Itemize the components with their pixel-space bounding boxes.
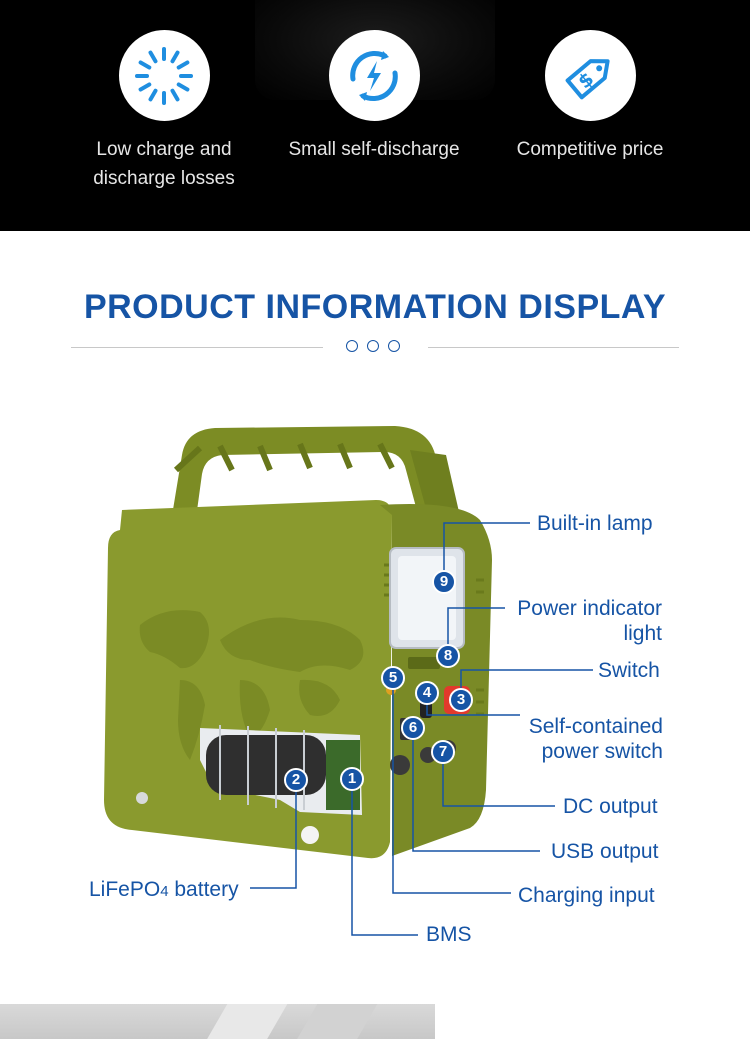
callout-label-line1: Power indicator: [517, 597, 662, 620]
divider-dots: [346, 340, 400, 352]
callout-label-line1: Self-contained: [528, 715, 663, 738]
callout-battery: LiFePO4 battery: [89, 877, 239, 904]
feature-label: Small self-discharge: [288, 139, 460, 160]
callout-badge-8: 8: [436, 644, 460, 668]
callout-power-indicator: Power indicator light: [495, 596, 662, 646]
feature-label-line2: discharge losses: [93, 168, 235, 189]
features-banner: Low charge and discharge losses Small se…: [0, 0, 750, 231]
feature-low-losses: Low charge and discharge losses: [64, 30, 264, 193]
callout-charging-input: Charging input: [518, 884, 655, 907]
callout-badge-4: 4: [415, 681, 439, 705]
callout-label-main: LiFePO: [89, 878, 161, 901]
section-title: PRODUCT INFORMATION DISPLAY: [83, 288, 667, 326]
next-section-image: [0, 1004, 435, 1039]
callout-badge-5: 5: [381, 666, 405, 690]
callout-dc-output: DC output: [563, 795, 658, 818]
callout-label-line2: power switch: [541, 740, 663, 763]
callout-label-tail: battery: [168, 878, 239, 901]
feature-competitive-price: $ Competitive price: [490, 30, 690, 164]
callout-self-contained-switch: Self-contained power switch: [505, 714, 663, 764]
callout-bms: BMS: [426, 923, 472, 946]
feature-label: Competitive price: [516, 139, 664, 160]
callout-badge-9: 9: [432, 570, 456, 594]
callout-label-line2: light: [623, 622, 662, 645]
callout-badge-7: 7: [431, 740, 455, 764]
callout-badge-1: 1: [340, 767, 364, 791]
dot-icon: [346, 340, 358, 352]
callout-usb-output: USB output: [551, 840, 659, 863]
divider-right: [428, 347, 679, 348]
lightning-charge-icon: [328, 30, 420, 121]
callout-badge-2: 2: [284, 768, 308, 792]
world-map-emboss: [139, 610, 364, 760]
callout-built-in-lamp: Built-in lamp: [537, 512, 653, 535]
dot-icon: [388, 340, 400, 352]
dot-icon: [367, 340, 379, 352]
callout-badge-6: 6: [401, 716, 425, 740]
device-body: [104, 500, 492, 859]
divider-left: [71, 347, 323, 348]
product-diagram: [104, 426, 593, 936]
price-tag-icon: $: [544, 30, 636, 121]
loading-spinner-icon: [118, 30, 210, 121]
feature-self-discharge: Small self-discharge: [274, 30, 474, 164]
callout-badge-3: 3: [449, 688, 473, 712]
callout-switch: Switch: [598, 659, 660, 682]
feature-label-line1: Low charge and: [96, 139, 232, 160]
callout-label-subscript: 4: [160, 883, 169, 900]
